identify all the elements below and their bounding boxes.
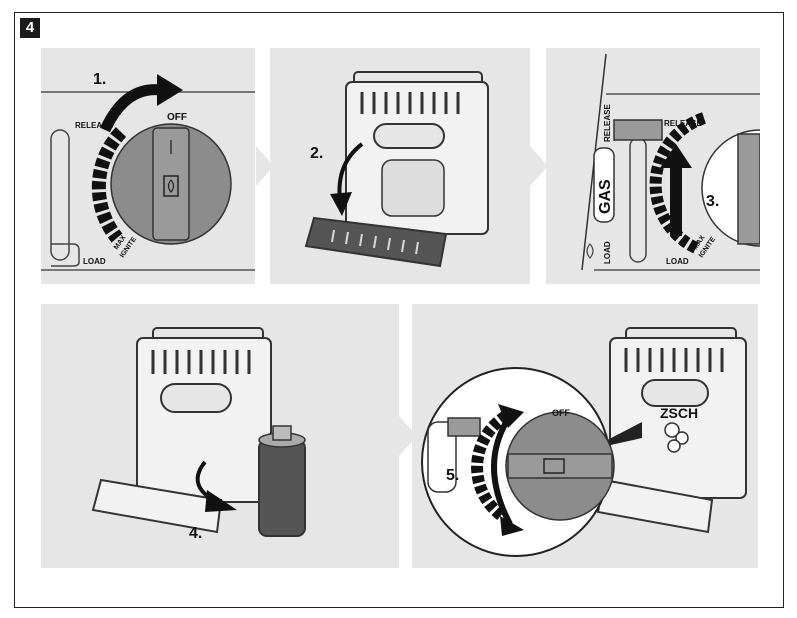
release-tab: RELEASE: [603, 104, 612, 142]
push-arrow: [660, 144, 692, 236]
release-lever: [613, 119, 663, 141]
flow-chevron: [399, 416, 417, 456]
load-slot: [50, 129, 70, 261]
step-number: 1.: [93, 71, 106, 88]
rotate-arrow: [99, 84, 162, 133]
spark-puff: [664, 422, 689, 453]
flame-icon: [167, 179, 175, 193]
diagram-frame: [14, 12, 784, 608]
ignition-sound: ZSCH: [660, 405, 698, 421]
step-number: 5.: [446, 467, 459, 484]
panel-1-knob-off: 1. OFF RELEASE LOAD MAX IGNITE: [41, 48, 255, 284]
off-label: OFF: [167, 112, 187, 123]
load-lever: [51, 243, 80, 267]
panel-4-insert-cartridge: 4.: [41, 304, 399, 568]
flame-icon: [586, 243, 594, 259]
step-number: 3.: [706, 193, 719, 210]
dial-scale: [471, 410, 510, 521]
off-label: OFF: [552, 408, 570, 418]
release-label: RELEASE: [664, 119, 702, 128]
heater-body: [136, 337, 272, 503]
panel-5-ignite: 5. OFF ZSCH: [412, 304, 758, 568]
load-label: LOAD: [666, 257, 689, 266]
panel-2-open-cover: 2.: [270, 48, 530, 284]
cover-door: [91, 478, 223, 534]
release-label: RELEASE: [75, 121, 113, 130]
gas-cartridge: [258, 439, 306, 537]
dial-scale: [91, 127, 127, 243]
knob-grip: [152, 127, 190, 241]
panel-3-release-lever: 3. RELEASE GAS LOAD RELEASE LOAD MAX IGN…: [546, 48, 760, 284]
load-tab: LOAD: [603, 241, 612, 264]
step-number: 2.: [310, 145, 323, 162]
lever-slot: [629, 137, 647, 263]
flow-chevron: [256, 146, 274, 186]
flow-chevron: [530, 146, 548, 186]
step-number: 4.: [189, 525, 202, 542]
step-badge: 4: [20, 18, 40, 38]
turn-arrow: [491, 414, 513, 526]
gas-label: GAS: [597, 179, 614, 214]
load-label: LOAD: [83, 257, 106, 266]
